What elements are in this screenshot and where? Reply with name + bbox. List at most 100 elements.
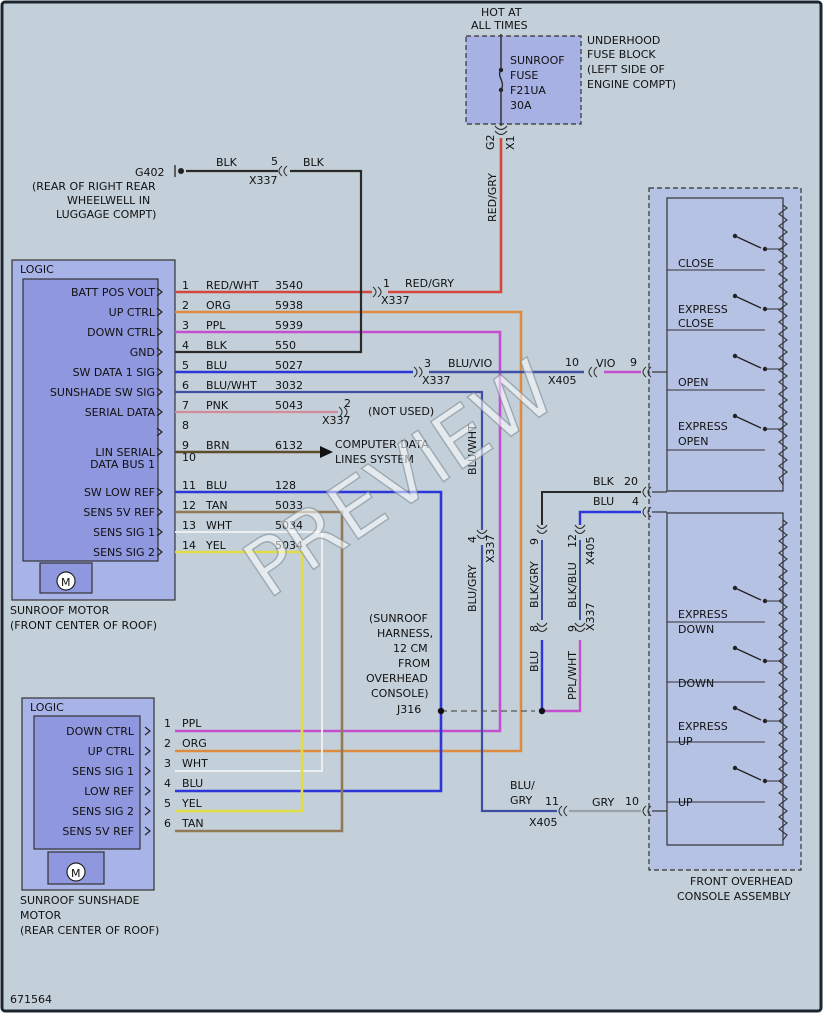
connector-x405-gry10 — [642, 805, 652, 817]
sunshade-pin-color: YEL — [181, 797, 203, 810]
motor-pin-arrow — [156, 527, 163, 537]
console-name-1: FRONT OVERHEAD — [690, 875, 793, 888]
motor-pin-color: WHT — [206, 519, 232, 532]
x405-vertical-conn: X405 — [584, 536, 597, 565]
motor-pin-arrow — [156, 427, 163, 437]
motor-pin-label: BATT POS VOLT — [71, 286, 155, 299]
connector-x337-9 — [574, 622, 586, 633]
connector-x405-9v — [536, 524, 548, 535]
console-switch-lower-arm — [734, 767, 762, 781]
motor-pin-number: 10 — [182, 451, 196, 464]
console-switch-lower-arm — [734, 707, 762, 721]
blu-lower-vertical: BLU — [528, 651, 541, 672]
motor-pin-label: SW LOW REF — [84, 486, 155, 499]
ground-icon — [178, 168, 184, 174]
motor-pin-circuit: 550 — [275, 339, 296, 352]
ground-wire-right: BLK — [303, 156, 325, 169]
harness-desc-1: (SUNROOF — [369, 612, 428, 625]
motor-pin-number: 4 — [182, 339, 189, 352]
x337-pin1-label: 1 — [383, 277, 390, 290]
x337-pin3-label: 3 — [424, 357, 431, 370]
sunshade-pin-number: 5 — [164, 797, 171, 810]
sunshade-pin-label: SENS SIG 1 — [72, 765, 134, 778]
x405-blu-pin: 4 — [632, 495, 639, 508]
wire-group — [175, 138, 652, 833]
sunshade-logic-label: LOGIC — [30, 701, 64, 714]
motor-pin-number: 12 — [182, 499, 196, 512]
sunshade-pin-label: SENS SIG 2 — [72, 805, 134, 818]
console-switch-upper-arm — [734, 235, 762, 249]
computer-data-label-1: COMPUTER DATA — [335, 438, 429, 451]
x405-blk-pin: 20 — [624, 475, 638, 488]
sunshade-motor-icon — [66, 862, 86, 882]
x405-gry-pin: 10 — [625, 795, 639, 808]
console-switch-lower-arm — [734, 647, 762, 661]
wire-blk-console — [541, 491, 641, 525]
x337-pin9-vertical: 9 — [566, 625, 579, 632]
motor-pin-label: SENS SIG 2 — [93, 546, 155, 559]
x405-gry-label: GRY — [592, 796, 614, 809]
x405-blu-label: BLU — [593, 495, 614, 508]
wire-blu-console — [578, 510, 641, 525]
motor-pin-color: YEL — [205, 539, 227, 552]
splice-j316-label: J316 — [396, 703, 421, 716]
sunshade-pin-color: ORG — [182, 737, 207, 750]
motor-pin-number: 13 — [182, 519, 196, 532]
x405-pin9-label: 9 — [630, 356, 637, 369]
blkgry-vertical-label: BLK/GRY — [528, 561, 541, 608]
connector-x337-1 — [372, 286, 382, 298]
sunshade-motor-name-3: (REAR CENTER OF ROOF) — [20, 924, 159, 937]
connector-x337-3 — [413, 366, 423, 378]
motor-pin-color: RED/WHT — [206, 279, 259, 292]
front-overhead-console: CLOSEEXPRESSCLOSEOPENEXPRESSOPENEXPRESSD… — [648, 187, 802, 903]
wire-ppl-wht — [542, 640, 582, 713]
wire-blk-gnd — [175, 169, 363, 354]
sunshade-pin-color: TAN — [181, 817, 204, 830]
console-lower-label: EXPRESS — [678, 720, 728, 733]
sunshade-pin-number: 4 — [164, 777, 171, 790]
wire-wht-sig1 — [175, 531, 323, 772]
motor-pin-arrow — [156, 547, 163, 557]
fuse-label-1: SUNROOF — [510, 54, 565, 67]
motor-pin-arrow — [156, 387, 163, 397]
x405-pin10-label: 10 — [565, 356, 579, 369]
motor-pin-label: LIN SERIAL — [95, 446, 155, 459]
motor-pin-circuit: 5034 — [275, 539, 303, 552]
console-upper-switch-box — [666, 197, 784, 492]
fuse-block-name-2: FUSE BLOCK — [587, 48, 656, 61]
connector-x405-4 — [642, 506, 652, 518]
console-upper-label: OPEN — [678, 435, 708, 448]
motor-pin-arrow — [156, 507, 163, 517]
motor-pin-label: SENS 5V REF — [83, 506, 155, 519]
motor-pin-color: PPL — [206, 319, 226, 332]
sunroof-motor-icon-letter: M — [61, 576, 71, 589]
x405-pin12-vertical: 12 — [566, 534, 579, 548]
motor-pin-circuit: 128 — [275, 479, 296, 492]
x337-4-conn-label: X337 — [484, 534, 497, 563]
sunroof-logic-label: LOGIC — [20, 263, 54, 276]
ground-pin-label: 5 — [271, 155, 278, 168]
motor-pin-number: 8 — [182, 419, 189, 432]
x337-pin2-label: 2 — [344, 397, 351, 410]
fuse-connector-icon — [494, 125, 508, 136]
sunroof-logic-box — [22, 278, 159, 562]
motor-pin-number: 6 — [182, 379, 189, 392]
motor-pin-label: SUNSHADE SW SIG — [50, 386, 155, 399]
motor-pin-number: 11 — [182, 479, 196, 492]
console-lower-label: DOWN — [678, 623, 714, 636]
harness-desc-6: CONSOLE) — [371, 687, 429, 700]
wire-red-gry — [388, 138, 503, 294]
console-upper-label: EXPRESS — [678, 420, 728, 433]
console-lower-label: UP — [678, 735, 693, 748]
wire-org-up-ctrl — [175, 310, 523, 753]
console-upper-label: OPEN — [678, 376, 708, 389]
motor-pin-label: DOWN CTRL — [87, 326, 156, 339]
x337-4-pin-label: 4 — [466, 536, 479, 543]
x337-pin8-vertical: 8 — [528, 625, 541, 632]
sunshade-pin-number: 1 — [164, 717, 171, 730]
splice-j316-dot — [437, 707, 445, 715]
sunshade-pin-number: 6 — [164, 817, 171, 830]
